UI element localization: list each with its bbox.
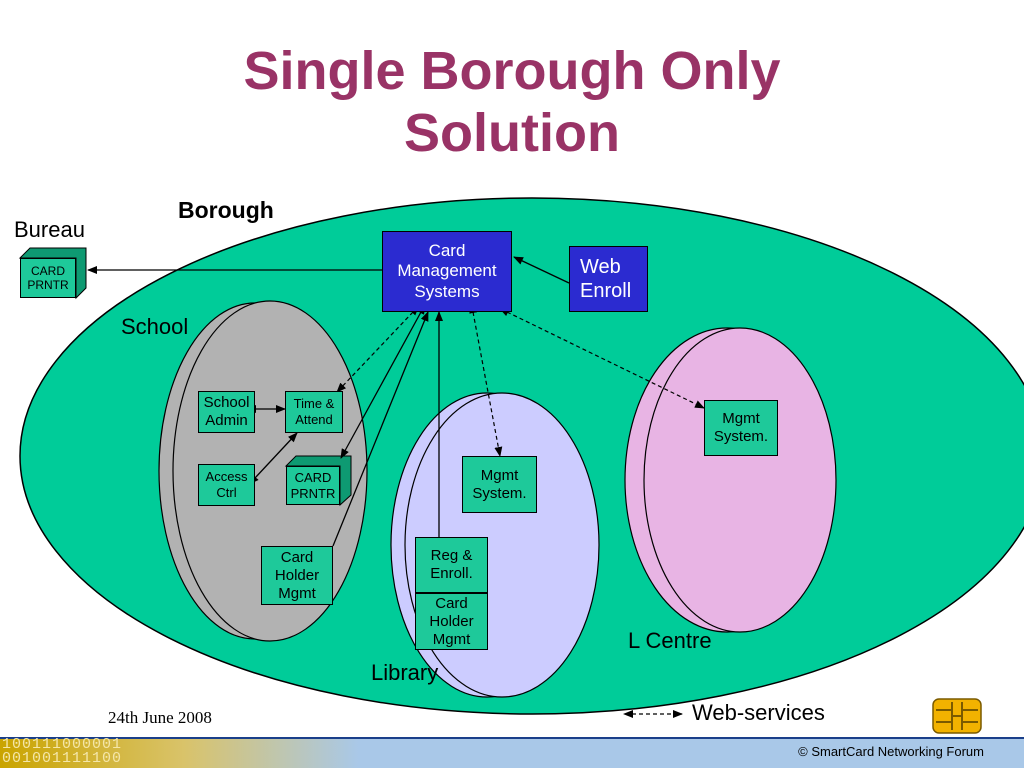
- footer-date: 24th June 2008: [108, 708, 212, 727]
- access-ctrl-label: Access Ctrl: [205, 469, 248, 500]
- title-line-2: Solution: [404, 103, 620, 163]
- school-admin-label: School Admin: [203, 394, 250, 429]
- reg-enroll-label: Reg & Enroll.: [430, 547, 473, 582]
- connector-access-ctrl-time-attend: [248, 432, 298, 485]
- time-attend-node[interactable]: Time & Attend: [285, 391, 343, 433]
- binary-watermark: 100111000001 001001111100: [2, 736, 123, 767]
- lcentre-ellipse-front: [643, 327, 837, 633]
- school-card-printer-label: CARD PRNTR: [290, 469, 336, 501]
- legend-web-services-label: Web-services: [692, 700, 825, 725]
- webservice-cms-library-mgmt: [469, 303, 503, 457]
- library-mgmt-system-label: Mgmt System.: [472, 466, 527, 502]
- school-card-holder-mgmt-node[interactable]: Card Holder Mgmt: [261, 546, 333, 605]
- bureau-card-printer-label: CARD PRNTR: [27, 263, 69, 292]
- lcentre-label: L Centre: [628, 628, 712, 653]
- library-label: Library: [371, 660, 439, 685]
- binary-line-1: 100111000001: [2, 736, 123, 753]
- reg-enroll-node[interactable]: Reg & Enroll.: [415, 537, 488, 593]
- webservice-cms-lcentre-mgmt: [498, 308, 705, 409]
- school-label: School: [121, 314, 189, 339]
- connector-school-holder-to-cms: [332, 311, 429, 547]
- smartcard-chip-logo: [932, 698, 982, 734]
- bureau-label: Bureau: [14, 217, 85, 242]
- borough-label: Borough: [178, 197, 274, 223]
- connector-cms-to-school-printer: [340, 304, 426, 459]
- school-admin-node[interactable]: School Admin: [198, 391, 255, 433]
- library-mgmt-system-node[interactable]: Mgmt System.: [462, 456, 537, 513]
- slide-title: Single Borough Only Solution: [0, 40, 1024, 164]
- connector-web-enroll-to-cms: [513, 256, 570, 284]
- bureau-card-printer-node[interactable]: CARD PRNTR: [20, 258, 76, 298]
- school-card-holder-mgmt-label: Card Holder Mgmt: [274, 548, 320, 602]
- library-card-holder-mgmt-label: Card Holder Mgmt: [429, 594, 474, 648]
- web-enroll-label: Web Enroll: [580, 256, 632, 302]
- footer-bar: [0, 737, 1024, 768]
- binary-line-2: 001001111100: [2, 750, 123, 767]
- lcentre-mgmt-system-label: Mgmt System.: [713, 410, 769, 445]
- title-line-1: Single Borough Only: [243, 41, 781, 101]
- card-management-systems-label: Card Management Systems: [397, 240, 497, 301]
- web-enroll-node[interactable]: Web Enroll: [569, 246, 648, 312]
- footer-divider: [0, 737, 1024, 739]
- library-card-holder-mgmt-node[interactable]: Card Holder Mgmt: [415, 593, 488, 650]
- access-ctrl-node[interactable]: Access Ctrl: [198, 464, 255, 506]
- lcentre-mgmt-system-node[interactable]: Mgmt System.: [704, 400, 778, 456]
- time-attend-label: Time & Attend: [293, 396, 335, 427]
- card-management-systems-node[interactable]: Card Management Systems: [382, 231, 512, 312]
- school-card-printer-node[interactable]: CARD PRNTR: [286, 466, 340, 505]
- footer-copyright: © SmartCard Networking Forum: [798, 744, 984, 759]
